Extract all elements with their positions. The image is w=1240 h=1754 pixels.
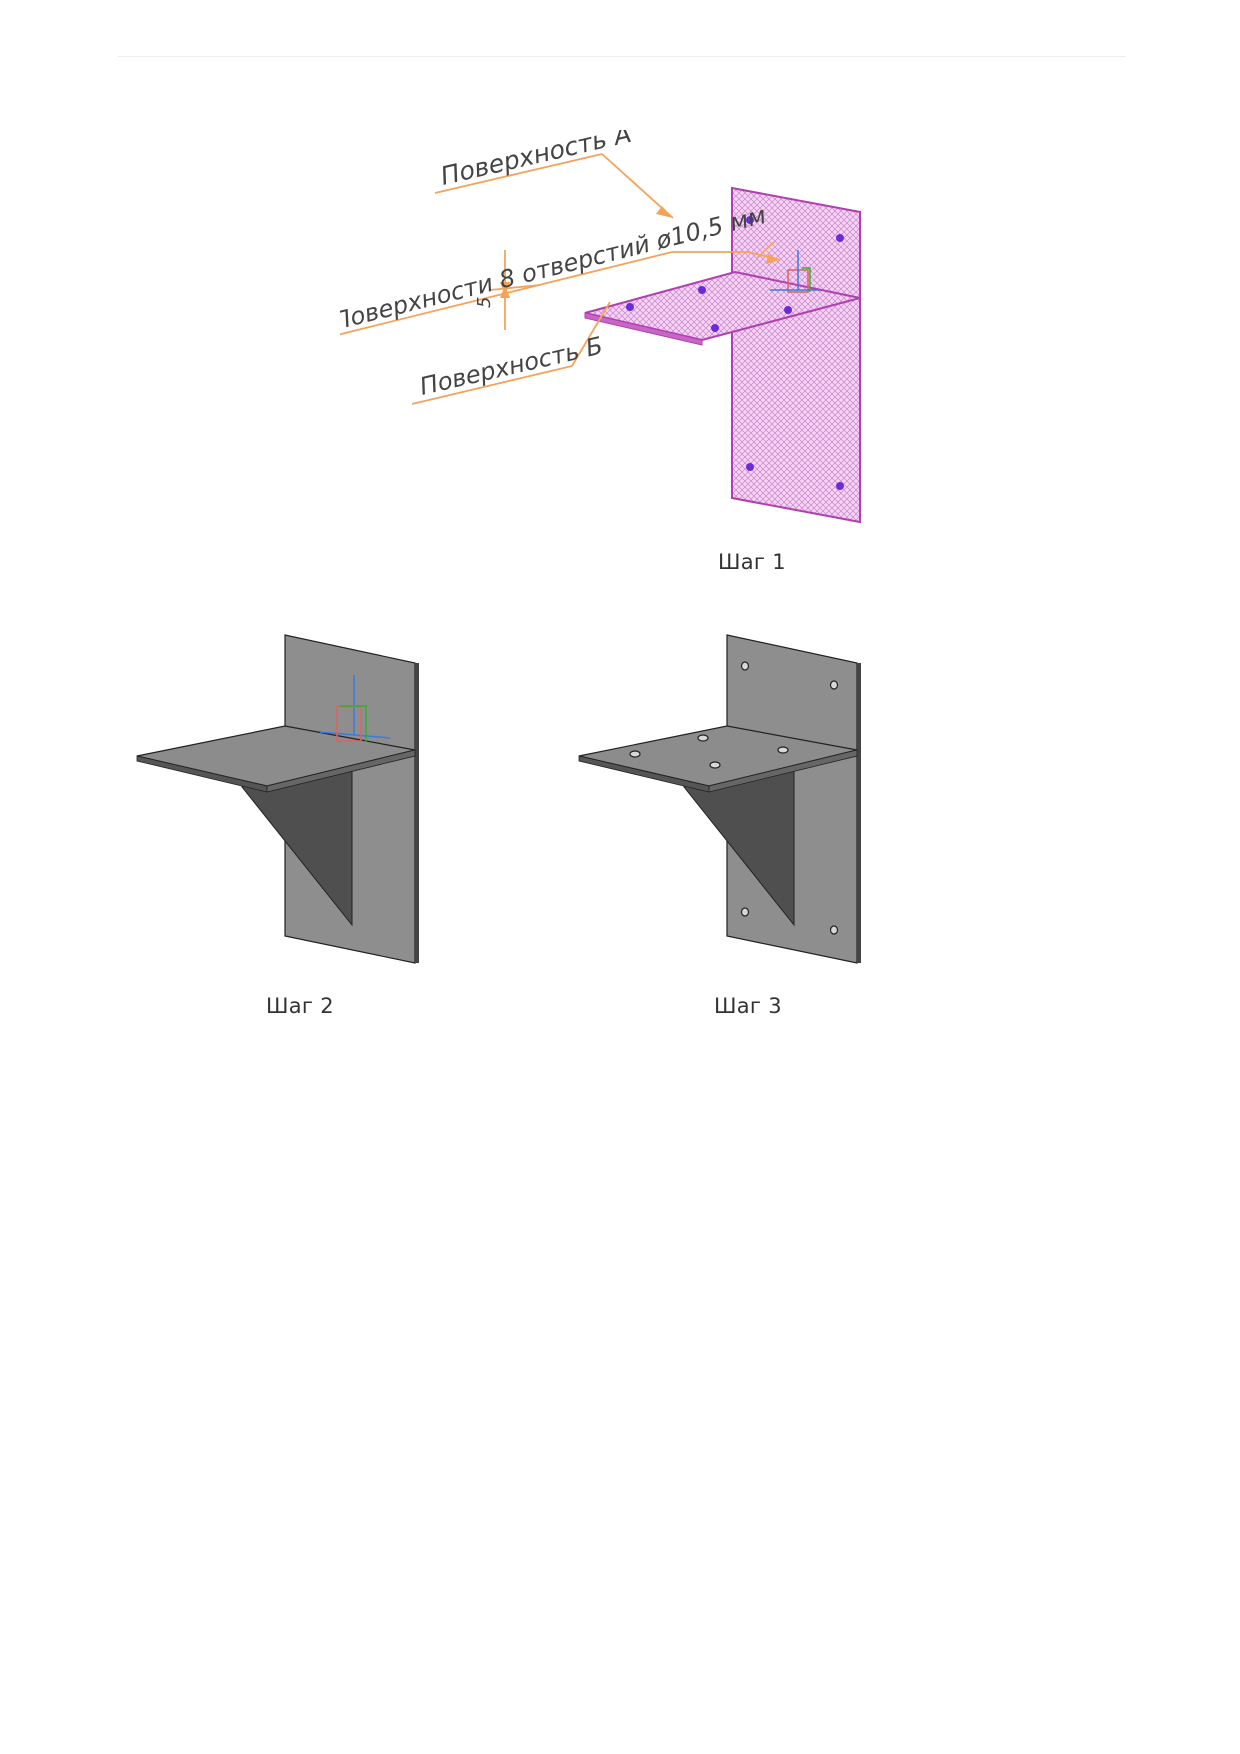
hole-marker	[626, 303, 634, 311]
vertical-plate-edge	[857, 663, 861, 963]
surface-b-plate-edge	[584, 312, 703, 346]
figure-step3-bracket-with-holes	[578, 634, 861, 964]
hole-marker	[836, 482, 844, 490]
hole-marker	[698, 286, 706, 294]
caption-step3: Шаг 3	[714, 994, 782, 1018]
hole-marker	[711, 324, 719, 332]
hole-marker	[784, 306, 792, 314]
mounting-holes	[629, 661, 839, 935]
horizontal-plate-front-edge	[708, 749, 858, 793]
hole-marker	[746, 216, 754, 224]
label-surface-b: Поверхность Б	[417, 332, 605, 401]
figure-step2-bracket	[136, 634, 419, 964]
hole-marker	[836, 234, 844, 242]
hole-marker	[746, 463, 754, 471]
vertical-plate-edge	[415, 663, 419, 963]
coordinate-triad-icon	[770, 250, 820, 293]
surface-a-vertical-plate	[731, 186, 861, 524]
dimension-thickness: 5	[474, 297, 495, 308]
leader-arrowheads	[500, 206, 780, 298]
coordinate-triad-icon	[319, 675, 391, 742]
leader-lines	[340, 153, 781, 405]
page-header-rule	[118, 56, 1126, 57]
caption-step2: Шаг 2	[266, 994, 334, 1018]
horizontal-plate-front-edge	[266, 749, 416, 793]
caption-step1: Шаг 1	[718, 550, 786, 574]
label-surface-a: Поверхность А	[438, 130, 634, 191]
figure-step1-surfaces: Поверхность А Поверхности 8 отверстий ø1…	[340, 130, 861, 524]
